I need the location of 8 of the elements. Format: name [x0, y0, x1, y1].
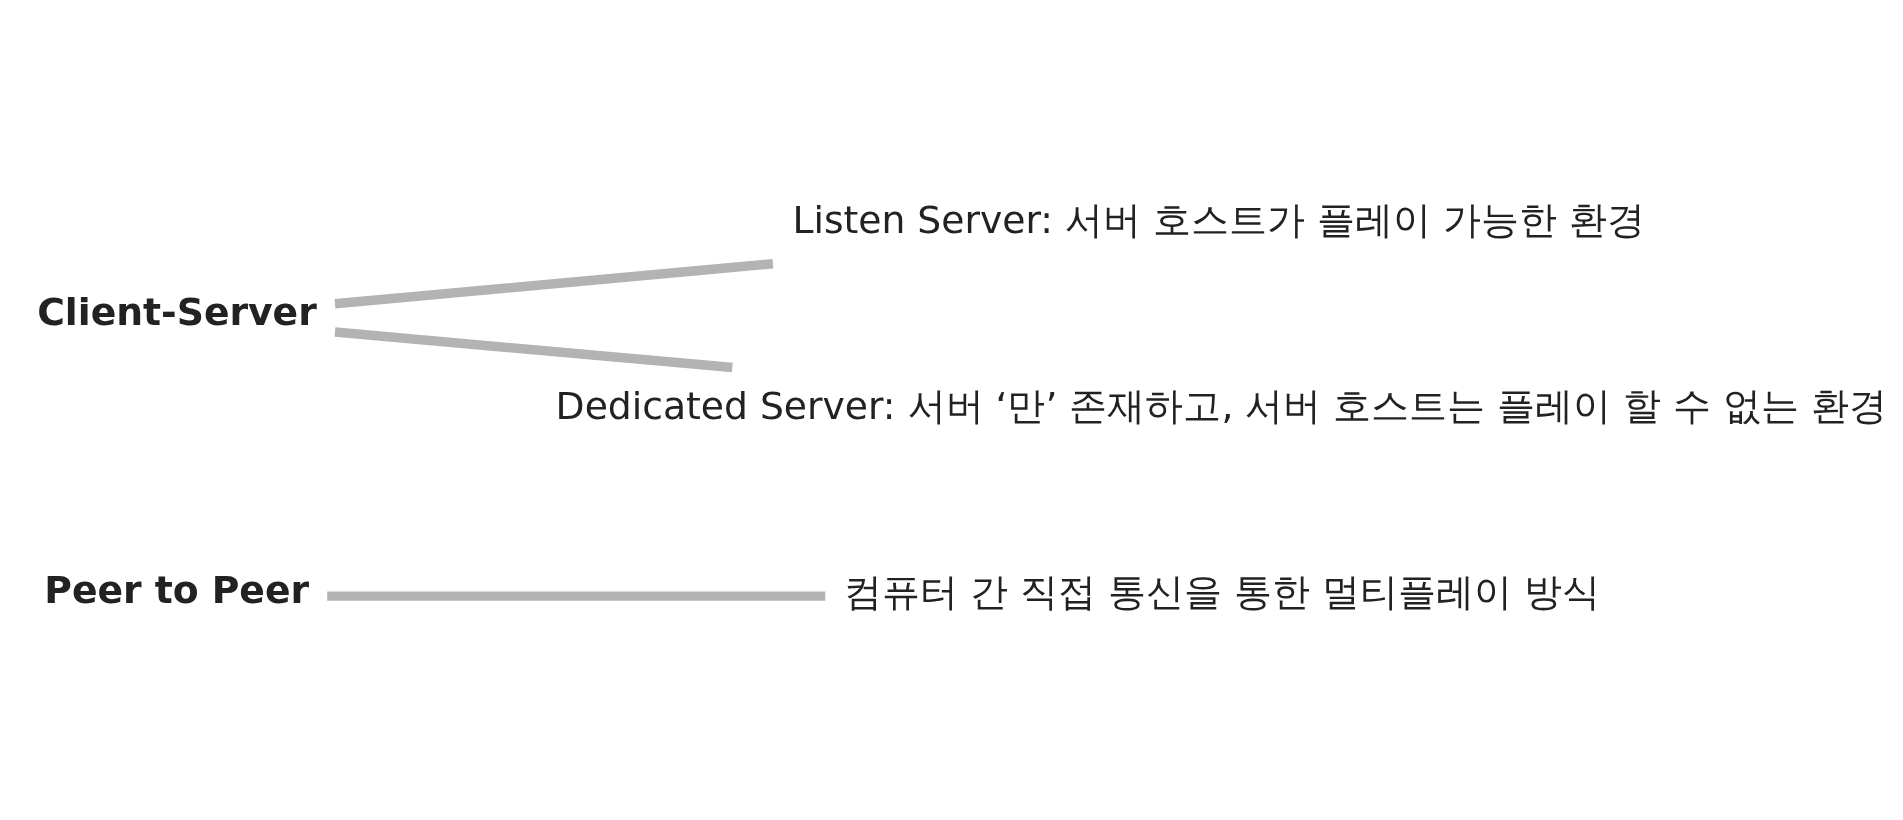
node-text: Listen Server: 서버 호스트가 플레이 가능한 환경 [792, 197, 1645, 242]
node-text: 컴퓨터 간 직접 통신을 통한 멀티플레이 방식 [844, 570, 1601, 615]
connector [334, 327, 733, 373]
node-text: Client-Server [37, 289, 317, 334]
node-text: Peer to Peer [44, 567, 310, 612]
connector [334, 259, 774, 309]
node-text: Dedicated Server: 서버 ‘만’ 존재하고, 서버 호스트는 플레이 할 수 없는 환경 [555, 383, 1888, 428]
connector [327, 591, 826, 601]
